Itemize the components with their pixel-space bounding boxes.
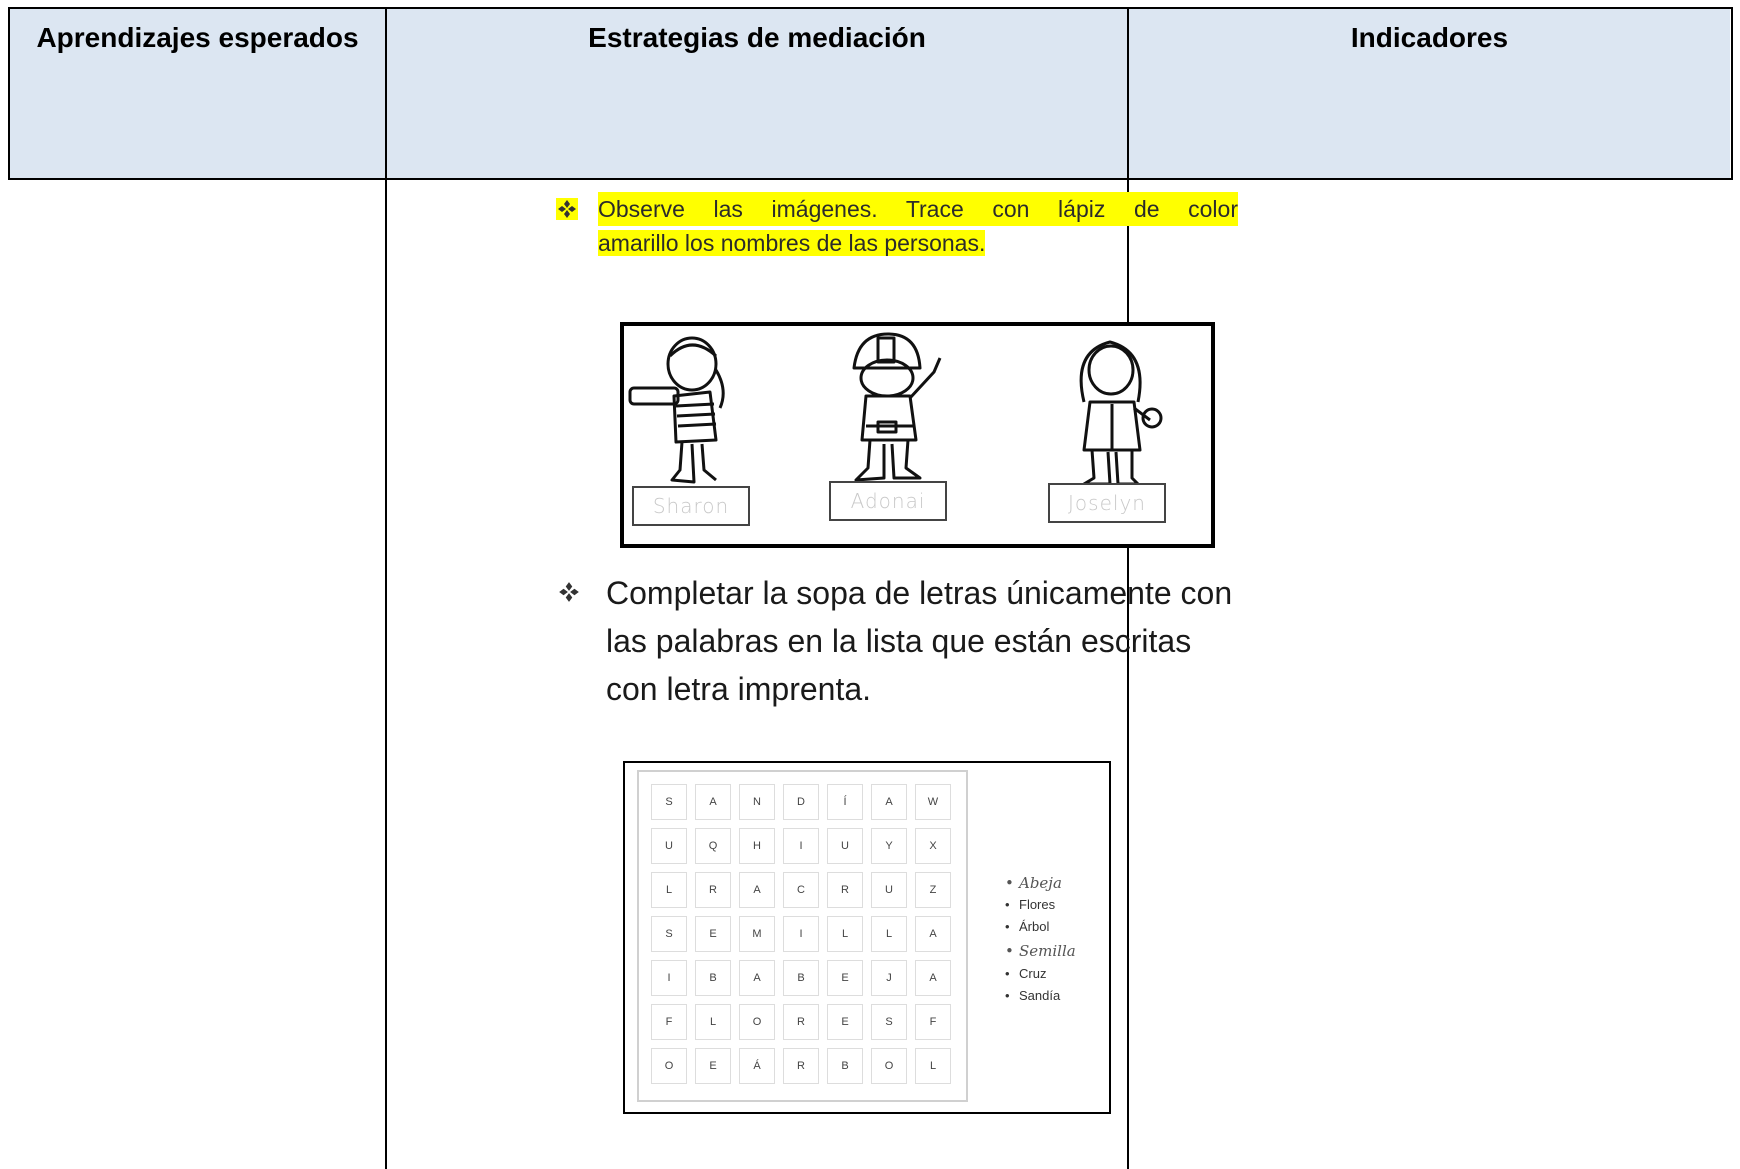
- grid-cell: R: [695, 872, 731, 908]
- grid-cell: F: [915, 1004, 951, 1040]
- header-indicadores: Indicadores: [1129, 8, 1730, 178]
- header-estrategias: Estrategias de mediación: [387, 8, 1127, 178]
- grid-cell: A: [739, 960, 775, 996]
- grid-cell: W: [915, 784, 951, 820]
- grid-cell: U: [827, 828, 863, 864]
- girl-binoculars-illustration: [628, 336, 725, 484]
- grid-cell: J: [871, 960, 907, 996]
- word-list-item: Cruz: [1005, 966, 1046, 981]
- grid-cell: L: [695, 1004, 731, 1040]
- grid-cell: A: [871, 784, 907, 820]
- grid-cell: L: [827, 916, 863, 952]
- activity2-instruction: Completar la sopa de letras únicamente c…: [606, 575, 1233, 707]
- grid-cell: M: [739, 916, 775, 952]
- grid-cell: L: [915, 1048, 951, 1084]
- grid-cell: E: [827, 960, 863, 996]
- grid-cell: S: [871, 1004, 907, 1040]
- word-list-item: Sandía: [1005, 988, 1060, 1003]
- activity1-instruction: Observe las imágenes. Trace con lápiz de…: [598, 192, 1238, 260]
- table-top-border: [8, 7, 1733, 9]
- grid-cell: I: [651, 960, 687, 996]
- grid-cell: L: [871, 916, 907, 952]
- grid-cell: U: [871, 872, 907, 908]
- grid-cell: H: [739, 828, 775, 864]
- boy-worker-illustration: [852, 332, 942, 482]
- people-figure: Sharon Adonai Joselyn: [620, 322, 1215, 548]
- grid-cell: L: [651, 872, 687, 908]
- name-box-2: Adonai: [829, 481, 947, 521]
- grid-cell: O: [651, 1048, 687, 1084]
- word-list-item: Abeja: [1005, 874, 1062, 892]
- grid-cell: Q: [695, 828, 731, 864]
- grid-cell: E: [695, 1048, 731, 1084]
- grid-cell: A: [915, 960, 951, 996]
- word-list-item: Flores: [1005, 897, 1055, 912]
- table-right-border: [1731, 7, 1733, 179]
- grid-cell: E: [827, 1004, 863, 1040]
- grid-cell: B: [783, 960, 819, 996]
- grid-cell: R: [783, 1048, 819, 1084]
- grid-cell: A: [915, 916, 951, 952]
- word-list-item: Árbol: [1005, 919, 1049, 934]
- activity1-line2: amarillo los nombres de las personas.: [598, 230, 986, 256]
- grid-cell: I: [783, 916, 819, 952]
- grid-cell: A: [739, 872, 775, 908]
- grid-cell: S: [651, 916, 687, 952]
- grid-cell: B: [827, 1048, 863, 1084]
- grid-cell: I: [783, 828, 819, 864]
- word-list-item: Semilla: [1005, 942, 1076, 960]
- grid-cell: Í: [827, 784, 863, 820]
- grid-cell: R: [783, 1004, 819, 1040]
- grid-cell: C: [783, 872, 819, 908]
- diamond-bullet-icon-2: [559, 582, 579, 602]
- diamond-bullet-icon: [556, 198, 578, 220]
- grid-cell: D: [783, 784, 819, 820]
- name-box-3: Joselyn: [1048, 483, 1166, 523]
- grid-cell: O: [739, 1004, 775, 1040]
- grid-cell: O: [871, 1048, 907, 1084]
- grid-cell: E: [695, 916, 731, 952]
- table-col-divider-1: [385, 7, 387, 1169]
- activity1-line1: Observe las imágenes. Trace con lápiz de…: [598, 192, 1238, 226]
- grid-cell: B: [695, 960, 731, 996]
- grid-cell: F: [651, 1004, 687, 1040]
- grid-cell: X: [915, 828, 951, 864]
- grid-cell: Y: [871, 828, 907, 864]
- header-aprendizajes: Aprendizajes esperados: [10, 8, 385, 178]
- table-left-border: [8, 7, 10, 179]
- girl-apple-illustration: [1079, 340, 1163, 486]
- table-col-divider-2: [1127, 7, 1129, 1169]
- grid-cell: N: [739, 784, 775, 820]
- grid-cell: Á: [739, 1048, 775, 1084]
- grid-cell: U: [651, 828, 687, 864]
- grid-cell: R: [827, 872, 863, 908]
- table-header-border: [8, 178, 1733, 180]
- grid-cell: Z: [915, 872, 951, 908]
- grid-cell: A: [695, 784, 731, 820]
- name-box-1: Sharon: [632, 486, 750, 526]
- grid-cell: S: [651, 784, 687, 820]
